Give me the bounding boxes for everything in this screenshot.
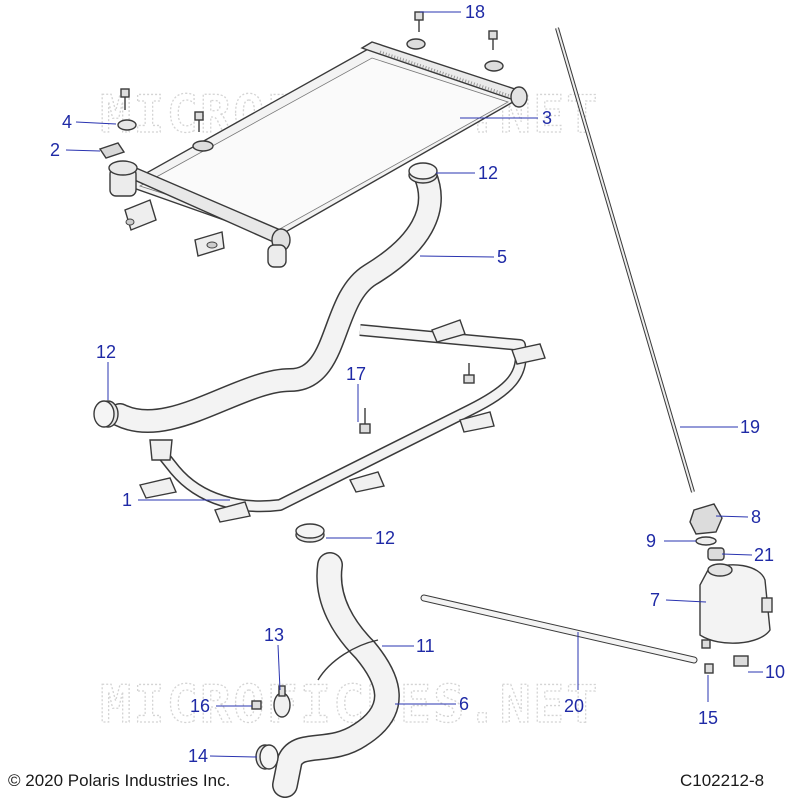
frame-1 [139,319,546,523]
neck-21 [707,547,725,561]
callout-1: 1 [122,490,132,510]
reservoir-7 [699,563,773,644]
callout-5: 5 [497,247,507,267]
callout-12-top: 12 [478,163,498,183]
clamp-14 [255,744,279,770]
cap-8 [689,503,723,535]
washer-4 [117,119,137,131]
callout-10: 10 [765,662,785,682]
callout-2: 2 [50,140,60,160]
callout-14: 14 [188,746,208,766]
watermark-bottom: MICROFICHES.NET [100,675,600,735]
callout-18: 18 [465,2,485,22]
callout-11: 11 [416,636,435,656]
callout-12-left: 12 [96,342,116,362]
bolt-frame [463,363,475,384]
callout-9: 9 [646,531,656,551]
cap-2 [98,142,126,159]
callout-6: 6 [459,694,469,714]
gasket-9 [695,536,717,546]
callout-8: 8 [751,507,761,527]
clip-13 [273,685,291,718]
diagram-code: C102212-8 [680,771,764,790]
callout-4: 4 [62,112,72,132]
fitting-10 [733,655,749,667]
callout-17: 17 [346,364,366,384]
copyright-notice: © 2020 Polaris Industries Inc. [8,771,230,790]
callout-21: 21 [754,545,774,565]
radiator [108,38,528,268]
callout-7: 7 [650,590,660,610]
callout-19: 19 [740,417,760,437]
screw-15 [704,663,714,674]
callout-12-bottom: 12 [375,528,395,548]
bolt-17 [359,408,371,434]
lower-hose [273,553,399,797]
callout-20: 20 [564,696,584,716]
clamp-12-top [408,162,438,184]
bolt-top-right [488,30,498,50]
callout-15: 15 [698,708,718,728]
screw-reservoir [701,639,711,649]
callout-13: 13 [264,625,284,645]
bolt-mid [194,111,204,132]
bolt-left [120,88,130,110]
callout-3: 3 [542,108,552,128]
clamp-12-left [93,400,119,428]
strap-11 [317,639,379,681]
bolt-16 [251,700,262,710]
clamp-12-bottom [295,523,325,543]
bolt-18 [414,11,424,32]
callout-16: 16 [190,696,210,716]
upper-hose [109,164,441,432]
leader-lines [65,11,763,758]
